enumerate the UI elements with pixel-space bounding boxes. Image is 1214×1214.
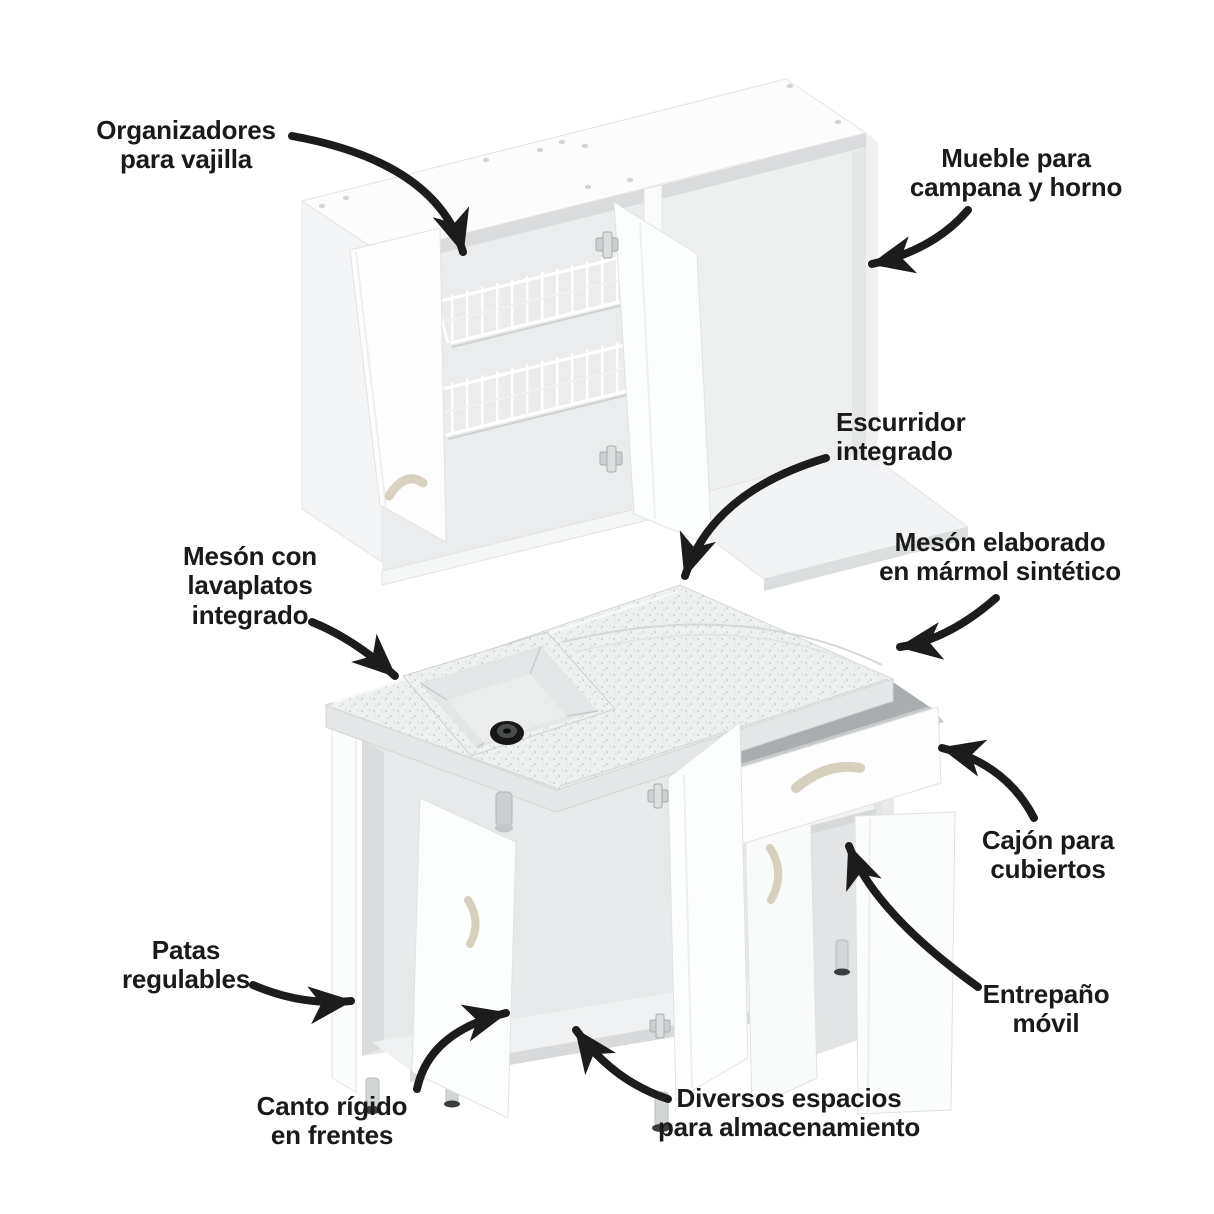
cutlery-drawer: [678, 706, 944, 852]
hood-oven-compartment: [662, 133, 866, 503]
base-interior-left-wall: [362, 740, 384, 1056]
arrow-canto: [413, 1004, 510, 1093]
base-cabinet-door-center: [667, 720, 749, 1101]
arrow-mueble-campana: [868, 206, 972, 274]
label-patas-regulables: Patas regulables: [121, 935, 251, 995]
wall-cabinet: [300, 78, 970, 591]
adjustable-leg: [363, 1077, 381, 1114]
arrow-meson-lavaplatos: [308, 618, 399, 680]
drawer-handle: [791, 761, 865, 793]
label-meson-marmol-sintetico: Mesón elaborado en mármol sintético: [879, 527, 1121, 587]
countertop: [324, 584, 895, 813]
sink-basin: [402, 631, 616, 757]
hinge: [647, 783, 671, 1039]
arrow-diversos: [572, 1026, 672, 1103]
arrow-organizadores: [288, 132, 470, 256]
label-entrepano-movil: Entrepaño móvil: [982, 979, 1110, 1039]
label-organizadores-para-vajilla: Organizadores para vajilla: [96, 115, 276, 175]
base-cabinet-left-panel: [331, 713, 357, 1093]
base-cabinet: [324, 584, 956, 1132]
hinge: [595, 231, 623, 473]
label-mueble-campana-horno: Mueble para campana y horno: [909, 143, 1123, 203]
annotation-arrows: [249, 132, 1038, 1103]
drainer-grooves: [561, 623, 883, 673]
label-diversos-espacios-almacenamiento: Diversos espacios para almacenamiento: [657, 1083, 921, 1143]
label-canto-rigido-frentes: Canto rígido en frentes: [256, 1091, 408, 1151]
arrow-meson-marmol: [896, 594, 1000, 660]
base-cabinet-door-right: [854, 811, 956, 1115]
label-cajon-cubiertos: Cajón para cubiertos: [981, 825, 1115, 885]
arrow-escurridor: [679, 454, 830, 580]
arrow-cajon: [938, 739, 1038, 822]
base-cabinet-door-right-inner: [744, 793, 818, 1109]
door-handle: [464, 896, 480, 948]
label-meson-lavaplatos-integrado: Mesón con lavaplatos integrado: [183, 541, 317, 630]
wall-cabinet-right-edge: [866, 133, 878, 468]
adjustable-leg: [834, 939, 850, 976]
wall-cabinet-left-door: [349, 227, 447, 543]
drain-pipe: [495, 791, 513, 833]
sink-drain: [490, 721, 524, 745]
arrow-patas: [249, 981, 355, 1025]
label-escurridor-integrado: Escurridor integrado: [836, 407, 966, 467]
arrow-entrepano: [845, 842, 982, 991]
door-handle: [766, 844, 783, 904]
door-handle: [384, 474, 428, 501]
